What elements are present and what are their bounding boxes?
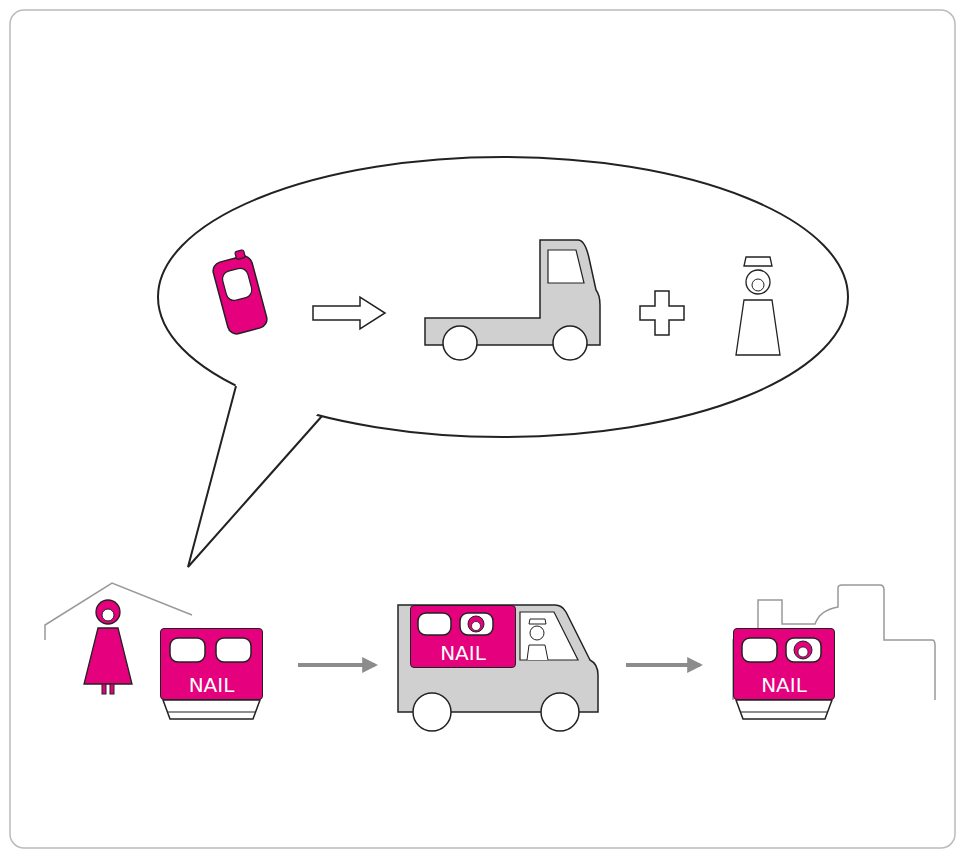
truck-icon: [425, 240, 600, 360]
cart-box: NAIL: [160, 628, 263, 700]
city-outline: [733, 585, 935, 700]
cart-window: [418, 613, 451, 635]
cart-label: NAIL: [761, 674, 807, 696]
face-icon: [794, 641, 812, 659]
cart-base: [736, 700, 832, 719]
bubble-tail-fill: [188, 380, 321, 567]
cart-window: [786, 638, 821, 662]
cart-window: [742, 638, 777, 662]
cart-box: NAIL: [410, 605, 516, 668]
face-icon: [798, 647, 808, 657]
woman-icon: [84, 600, 132, 694]
face-icon: [472, 622, 481, 631]
cart-box: NAIL: [733, 628, 835, 700]
face-icon: [468, 616, 484, 632]
phone-icon: [210, 248, 269, 336]
van-icon: [398, 605, 598, 731]
cart-window: [460, 613, 493, 635]
cart-window: [216, 638, 251, 662]
cart-label: NAIL: [189, 674, 235, 696]
frame: [10, 10, 955, 848]
flow-arrow: [298, 663, 375, 667]
outline-arrow: [313, 297, 385, 329]
driver-icon: [736, 257, 780, 355]
bubble-tail: [188, 386, 322, 567]
cart-window: [170, 638, 205, 662]
plus-sign: [640, 291, 684, 335]
cart-label: NAIL: [440, 642, 486, 664]
flow-arrow: [626, 663, 700, 667]
cart-base: [163, 700, 260, 719]
